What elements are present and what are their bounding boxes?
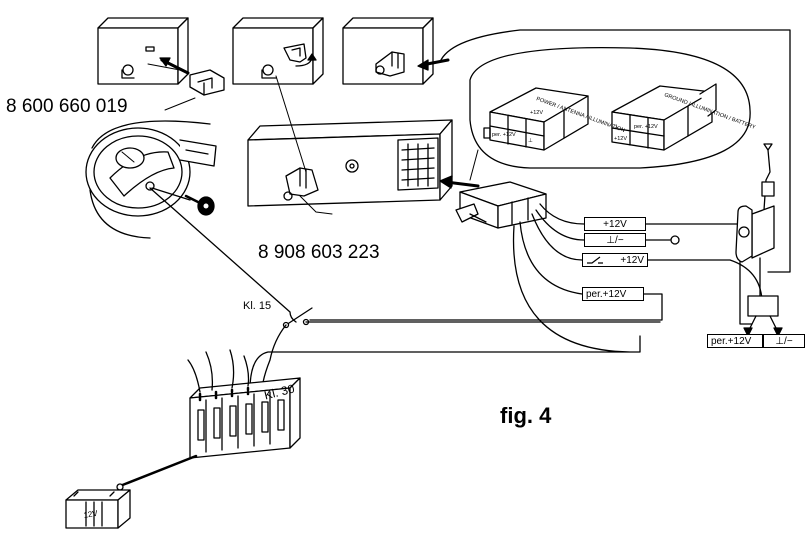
switch-symbol-icon [587, 256, 603, 264]
fuse-wires [187, 349, 250, 393]
battery [65, 489, 131, 529]
kl15-switch-arm [285, 307, 313, 326]
radio-housing-adapter-insert [97, 17, 189, 85]
radio-housing-adapter-rotate [232, 17, 324, 85]
fuse-box [189, 377, 301, 459]
kl15-label: Kl. 15 [243, 300, 272, 312]
wire-plus12v [539, 203, 585, 225]
adapter-part-number: 8 600 660 019 [6, 96, 128, 117]
ignition-key [145, 181, 215, 216]
cell-right-gnd: ⊥ [614, 123, 619, 130]
wire-permanent [519, 221, 583, 295]
cell-right-12v: +12V [614, 136, 627, 142]
radio-adapter-fitted [283, 167, 319, 201]
adapter-cable-box [455, 181, 547, 229]
tag-permanent-plus12v: per.+12V [582, 287, 644, 301]
radio-part-number: 8 908 603 223 [258, 242, 380, 263]
antenna-remote-wire [439, 29, 791, 273]
battery-voltage: 12V [83, 509, 99, 520]
motor-antenna [735, 143, 783, 337]
wire-ground [535, 209, 585, 241]
cell-right-perm: per. +12V [634, 124, 658, 130]
cell-left-12v: +12V [530, 110, 543, 116]
leader-housing-to-chassis [275, 75, 307, 173]
adapter-clip-loose [189, 69, 225, 96]
radio-housing-adapter-fitted [342, 17, 434, 85]
tag-ground: ⊥/− [584, 233, 646, 247]
cell-left-gnd: ⊥ [528, 137, 533, 144]
battery-cable [118, 454, 198, 488]
antenna-tag-ground: ⊥/− [763, 334, 805, 348]
tag-plus12v: +12V [584, 217, 646, 231]
connector-detail-bubble [469, 46, 751, 169]
cell-left-perm: per. +12V [492, 132, 516, 138]
radio-chassis [247, 119, 453, 207]
wire-antenna-plus12v [531, 213, 583, 261]
dashboard-steering-wheel [85, 120, 217, 239]
leader-adapter [164, 97, 196, 111]
leader-radio-adapter [299, 195, 333, 215]
antenna-tag-permanent: per.+12V [707, 334, 763, 348]
wire-ignition [149, 187, 297, 323]
wire-kl30-loop [249, 225, 641, 391]
figure-label: fig. 4 [500, 403, 552, 428]
